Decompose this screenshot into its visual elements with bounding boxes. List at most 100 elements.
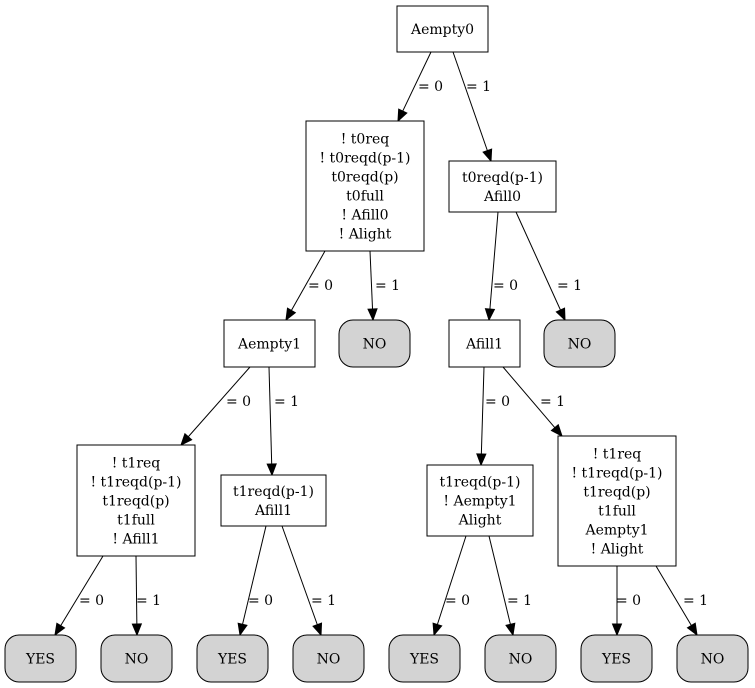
edge-line (135, 555, 138, 625)
node-label: t1full (598, 504, 636, 520)
leaf-no: NO (543, 319, 616, 368)
leaf-shape (484, 634, 557, 683)
leaf-shape (338, 319, 411, 368)
leaf-no: NO (292, 634, 365, 683)
edge-label: = 0 (616, 593, 641, 609)
edge-line (60, 555, 104, 626)
edge-label: = 1 (683, 593, 708, 609)
node-t1-conditions-aempty1: ! t1req! t1reqd(p-1)t1reqd(p)t1fullAempt… (557, 435, 677, 567)
node-label: ! t1reqd(p-1) (571, 466, 662, 482)
node-label: t0reqd(p-1) (462, 170, 543, 186)
leaf-shape (676, 634, 749, 683)
edge-e12: = 1 (131, 555, 161, 637)
node-label: ! Alight (591, 542, 644, 558)
edge-e10: = 1 (502, 366, 565, 438)
edge-e13: = 0 (237, 525, 273, 637)
edge-e5: = 0 (484, 211, 518, 322)
leaf-no: NO (676, 634, 749, 683)
edge-arrowhead (482, 148, 493, 163)
edge-e9: = 0 (476, 366, 510, 467)
leaf-shape (580, 634, 653, 683)
edge-e17: = 0 (611, 566, 641, 637)
edge-e3: = 0 (285, 250, 333, 322)
edge-label: = 0 (485, 394, 510, 410)
edge-arrowhead (397, 108, 408, 123)
edge-e6: = 1 (515, 211, 582, 322)
edge-e14: = 1 (281, 525, 336, 637)
edge-line (187, 366, 251, 438)
edge-label: = 0 (418, 79, 443, 95)
edge-e8: = 1 (266, 366, 299, 477)
leaf-shape (388, 634, 461, 683)
edge-label: = 1 (136, 593, 161, 609)
leaf-no: NO (338, 319, 411, 368)
leaf-shape (100, 634, 173, 683)
edge-e4: = 1 (367, 250, 400, 322)
node-aempty1: Aempty1 (223, 319, 316, 368)
node-box (448, 319, 521, 368)
edge-arrowhead (54, 622, 66, 637)
edge-label: = 0 (493, 278, 518, 294)
edge-line (268, 366, 273, 465)
edge-line (655, 565, 692, 626)
edge-arrowhead (312, 622, 323, 637)
edge-line (488, 535, 511, 625)
node-label: Afill1 (465, 337, 503, 353)
node-label: NO (701, 652, 725, 668)
node-label: ! Afill0 (341, 208, 388, 224)
edge-line (515, 211, 561, 311)
edge-arrowhead (484, 308, 496, 322)
node-box (220, 474, 327, 527)
edge-e7: = 0 (180, 366, 251, 446)
edge-label: = 1 (507, 593, 532, 609)
edge-arrowhead (285, 307, 297, 322)
edge-arrowhead (505, 622, 516, 637)
node-label: NO (363, 337, 387, 353)
node-label: ! Aempty1 (443, 494, 516, 510)
edge-e11: = 0 (54, 555, 104, 637)
leaf-yes: YES (388, 634, 461, 683)
edge-label: = 1 (375, 278, 400, 294)
node-box (396, 5, 489, 53)
edge-line (290, 250, 326, 311)
edge-line (281, 525, 318, 625)
edge-line (436, 535, 467, 625)
node-t1reqd-afill1: t1reqd(p-1)Afill1 (220, 474, 327, 527)
node-label: t1reqd(p-1) (233, 484, 314, 500)
edge-label: = 1 (274, 394, 299, 410)
node-box (557, 435, 677, 567)
edge-label: = 1 (311, 593, 336, 609)
edge-e18: = 1 (655, 565, 708, 637)
node-t0reqd-afill0: t0reqd(p-1) Afill0 (448, 160, 557, 213)
node-label: NO (125, 652, 149, 668)
edge-arrowhead (367, 308, 378, 322)
edge-label: = 0 (226, 394, 251, 410)
node-t0-conditions: ! t0req! t0reqd(p-1)t0reqd(p)t0full! Afi… (305, 120, 425, 252)
node-label: ! t1req (593, 447, 642, 463)
node-box (305, 120, 425, 252)
node-label: Aempty1 (584, 523, 648, 539)
node-label: ! t1req (112, 456, 161, 472)
node-label: t0full (346, 189, 384, 205)
leaf-no: NO (100, 634, 173, 683)
node-label: NO (317, 652, 341, 668)
node-label: ! Alight (339, 227, 392, 243)
node-afill1: Afill1 (448, 319, 521, 368)
leaf-shape (292, 634, 365, 683)
node-label: YES (217, 652, 247, 668)
node-label: YES (25, 652, 55, 668)
node-label: Afill0 (483, 189, 521, 205)
edge-label: = 0 (308, 278, 333, 294)
edge-line (402, 51, 432, 112)
leaf-shape (4, 634, 77, 683)
edge-line (489, 211, 499, 310)
edge-line (480, 366, 485, 455)
edge-e15: = 0 (432, 535, 470, 637)
leaf-yes: YES (580, 634, 653, 683)
edge-arrowhead (476, 453, 487, 467)
leaf-shape (543, 319, 616, 368)
node-label: YES (601, 652, 631, 668)
edge-arrowhead (611, 623, 623, 637)
